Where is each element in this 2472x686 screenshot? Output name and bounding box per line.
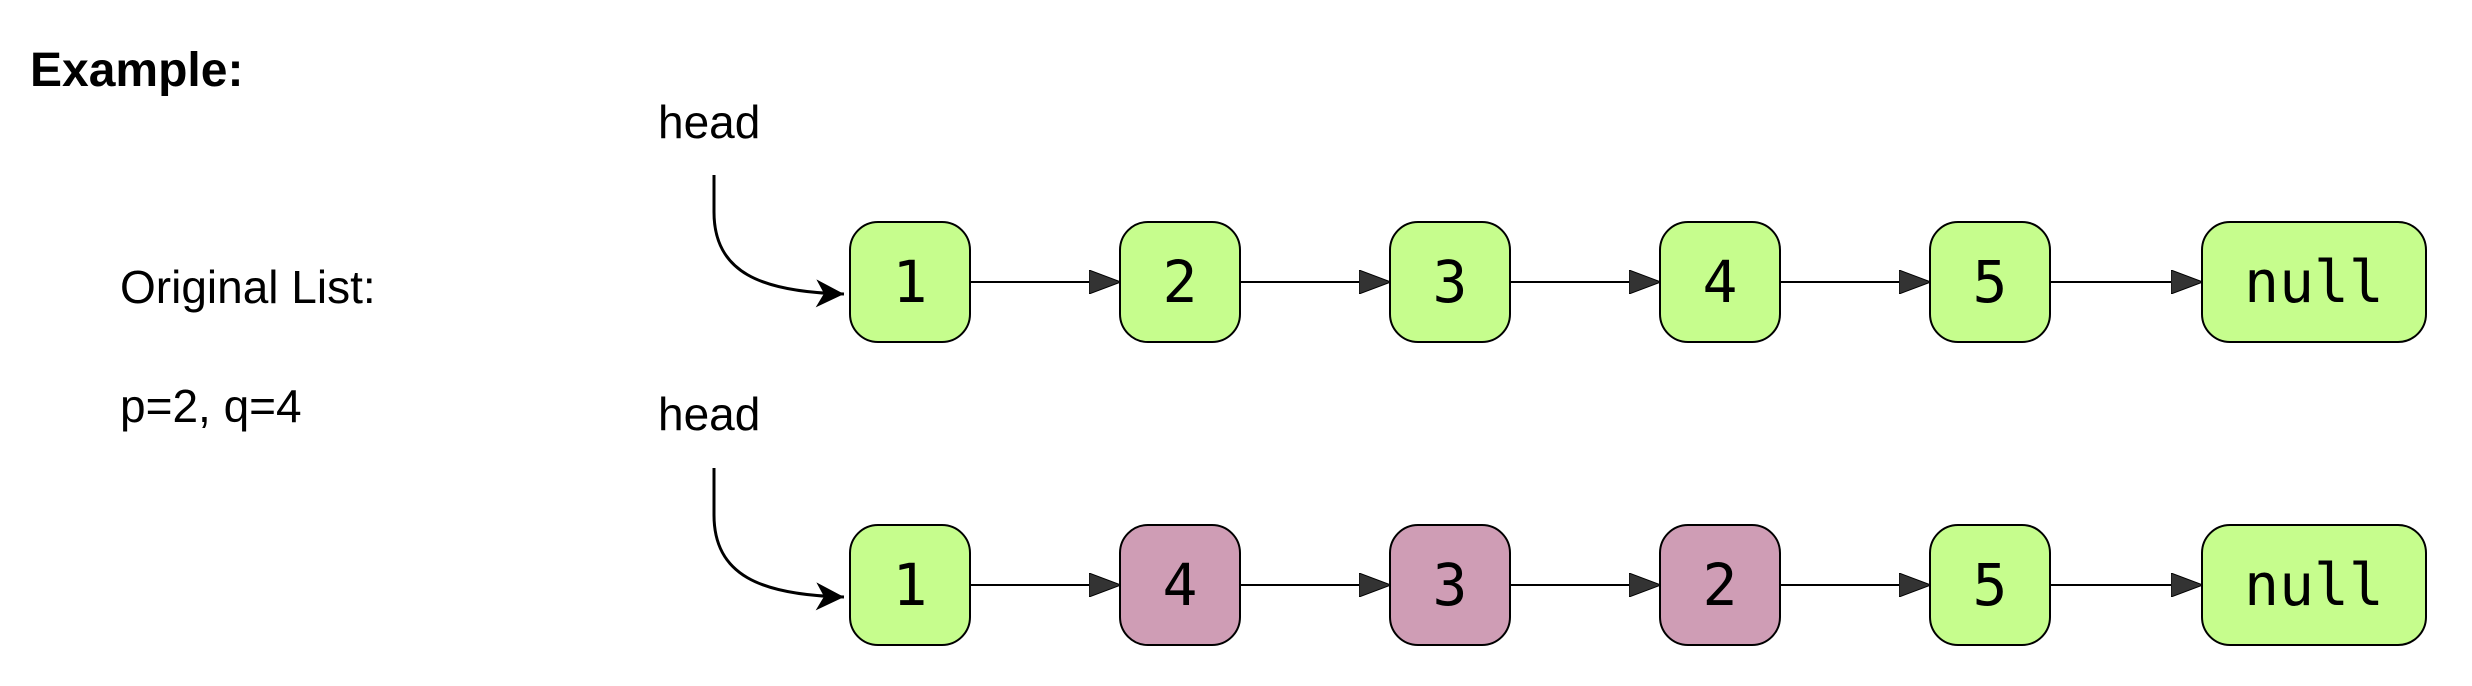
list-node: 3 — [1389, 524, 1511, 646]
node-value: null — [2244, 248, 2384, 316]
null-node: null — [2201, 221, 2427, 343]
node-box — [2201, 221, 2427, 343]
node-box — [2201, 524, 2427, 646]
example-title: Example: — [30, 44, 243, 97]
node-value: 5 — [1973, 551, 2008, 619]
node-value: 4 — [1163, 551, 1198, 619]
original-list-label: Original List: — [120, 261, 376, 313]
node-box — [1659, 221, 1781, 343]
list-node: 3 — [1389, 221, 1511, 343]
node-box — [1119, 524, 1241, 646]
node-value: 3 — [1433, 551, 1468, 619]
node-box — [849, 221, 971, 343]
list-node: 2 — [1659, 524, 1781, 646]
node-value: 3 — [1433, 248, 1468, 316]
head-pointer-arrow — [712, 468, 845, 611]
node-value: 1 — [893, 248, 928, 316]
node-value: 2 — [1163, 248, 1198, 316]
list-node: 4 — [1659, 221, 1781, 343]
list-node: 1 — [849, 524, 971, 646]
node-box — [1389, 221, 1511, 343]
linked-list-original: 1 2 3 4 5 null — [712, 175, 2427, 343]
node-value: 5 — [1973, 248, 2008, 316]
list-node: 5 — [1929, 524, 2051, 646]
node-value: 2 — [1703, 551, 1738, 619]
node-box — [1389, 524, 1511, 646]
head-label-result: head — [658, 388, 760, 440]
node-box — [1929, 524, 2051, 646]
node-box — [1659, 524, 1781, 646]
linked-list-result: 1 4 3 2 5 null — [712, 468, 2427, 646]
list-node: 2 — [1119, 221, 1241, 343]
node-box — [1929, 221, 2051, 343]
node-value: 1 — [893, 551, 928, 619]
list-node: 5 — [1929, 221, 2051, 343]
list-node: 1 — [849, 221, 971, 343]
node-box — [1119, 221, 1241, 343]
head-label-original: head — [658, 96, 760, 148]
node-value: 4 — [1703, 248, 1738, 316]
null-node: null — [2201, 524, 2427, 646]
lists-layer: 1 2 3 4 5 null 1 4 3 2 5 null — [712, 175, 2427, 646]
head-pointer-arrow — [712, 175, 845, 308]
node-box — [849, 524, 971, 646]
params-label: p=2, q=4 — [120, 380, 302, 432]
node-value: null — [2244, 551, 2384, 619]
list-node: 4 — [1119, 524, 1241, 646]
